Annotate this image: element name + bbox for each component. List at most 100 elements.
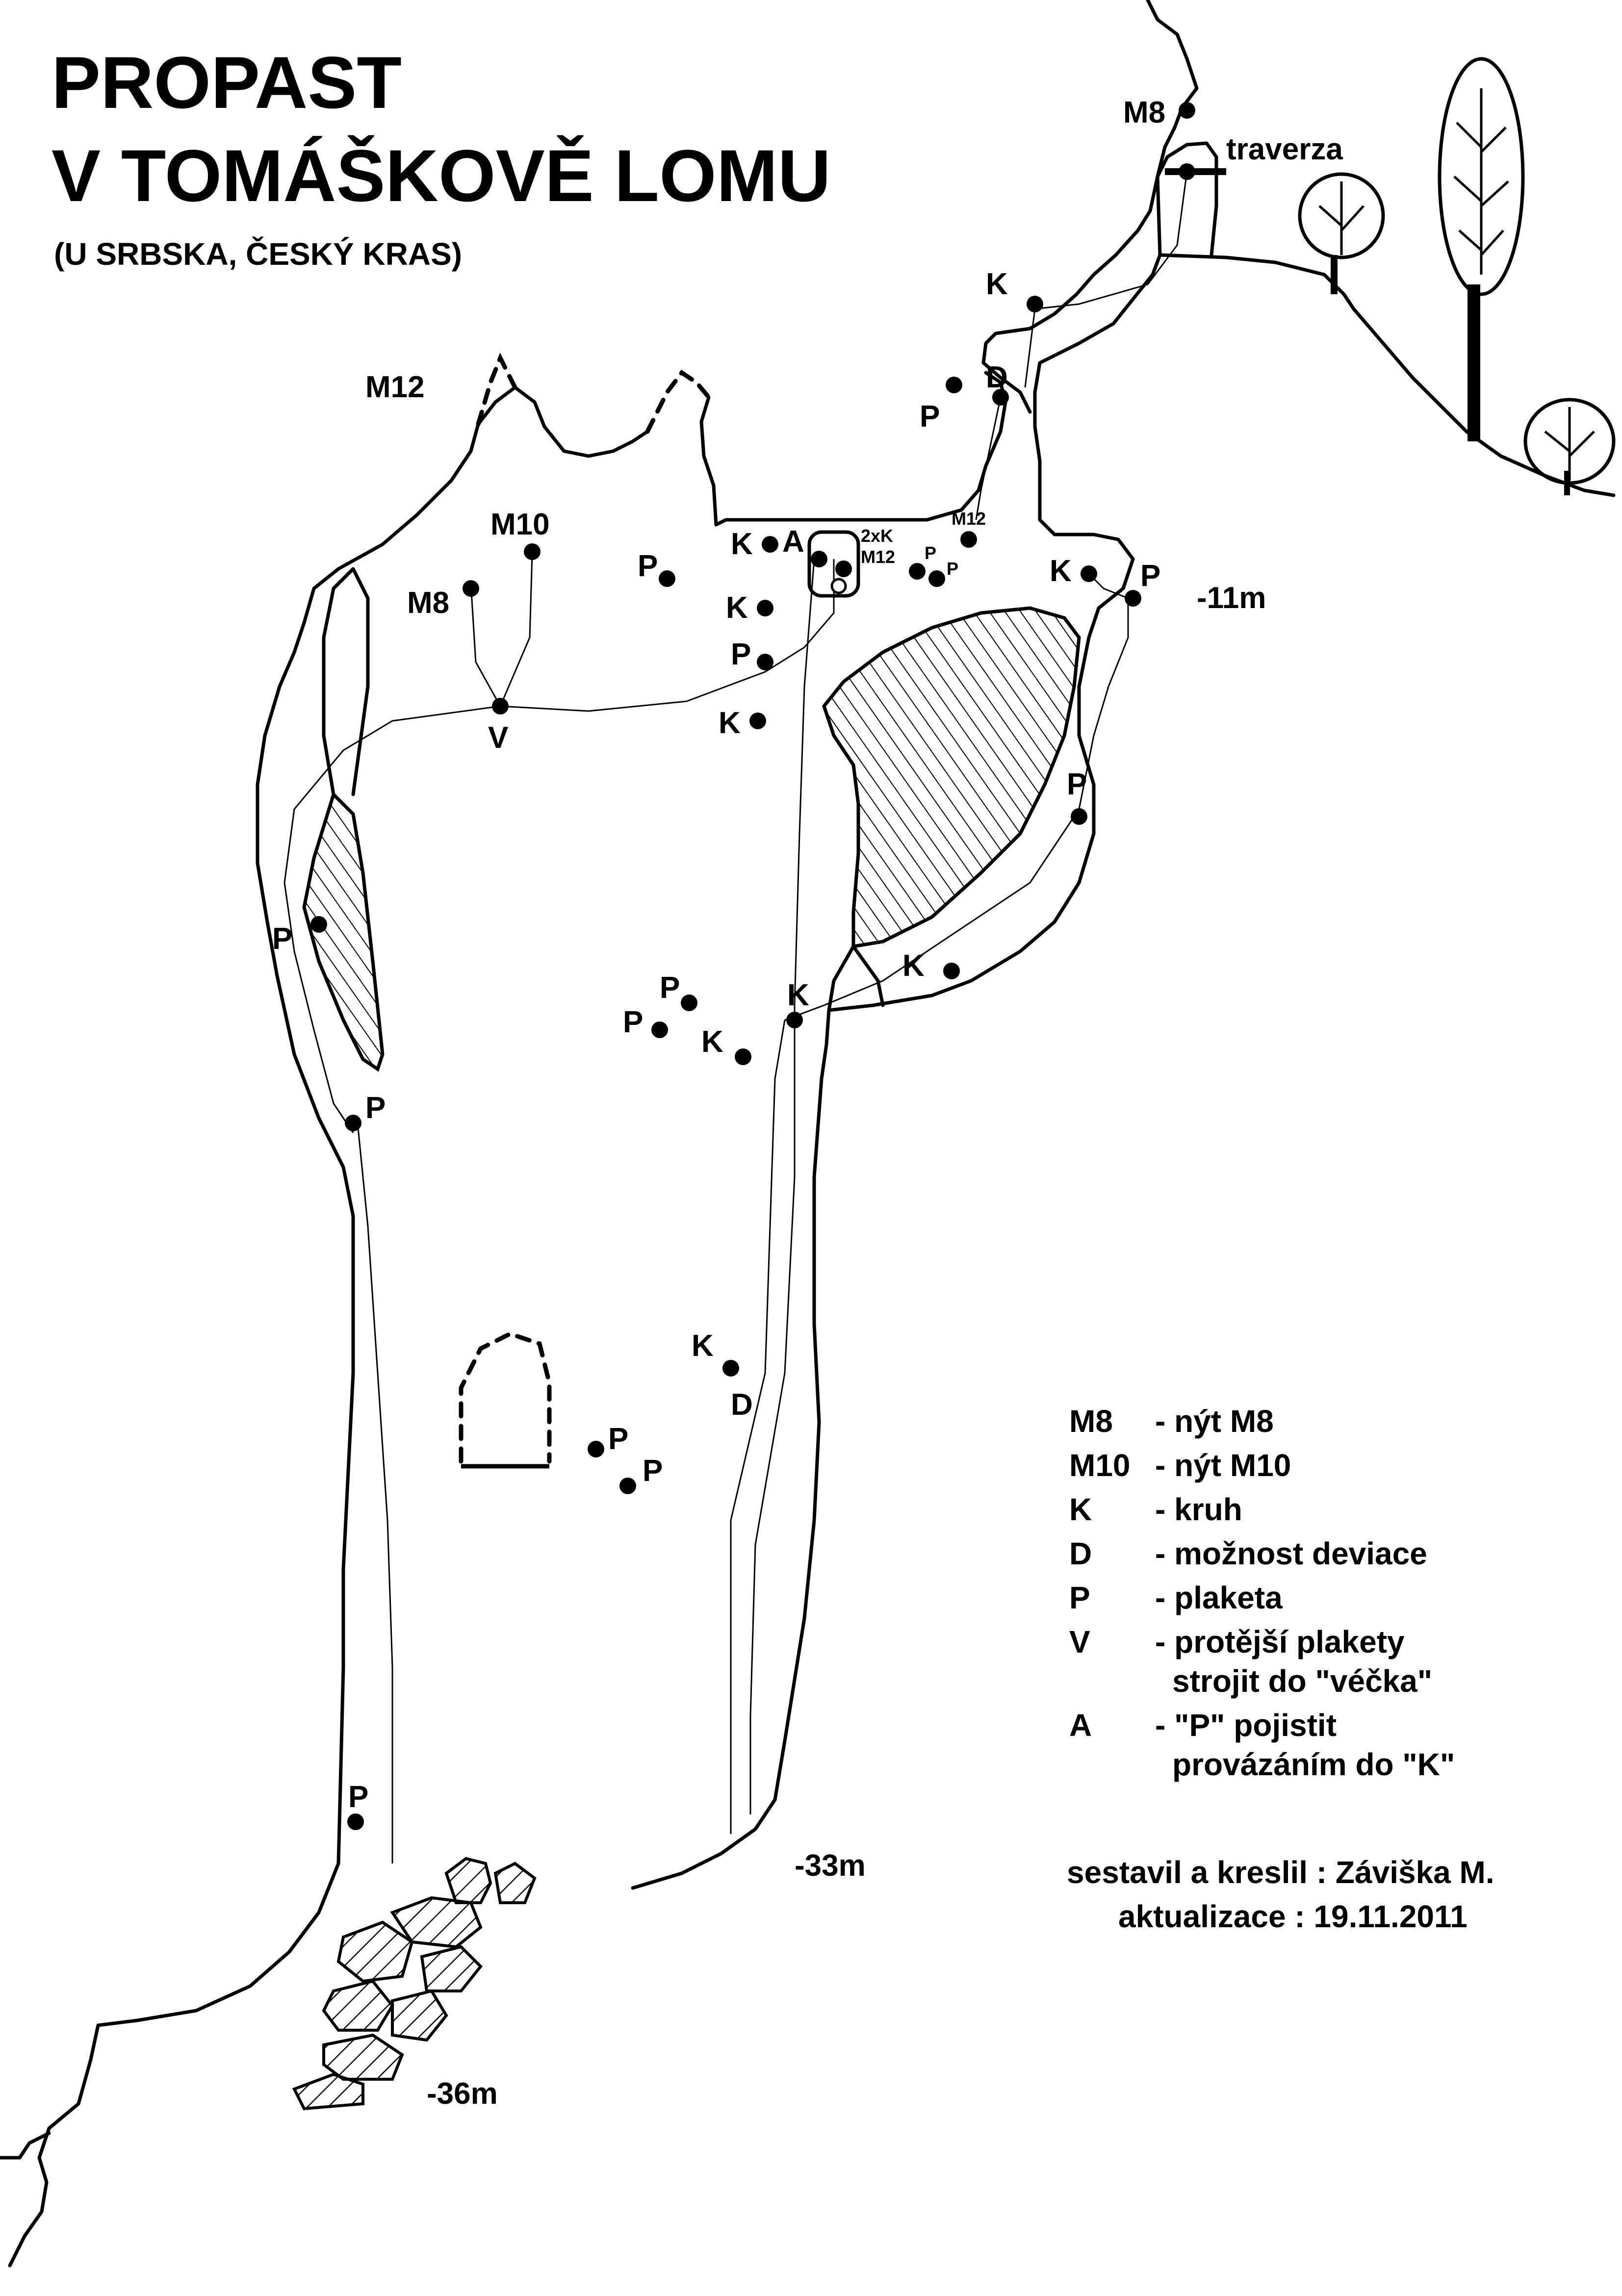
anchor-2xk: [835, 561, 852, 577]
label-p-shaft: P: [365, 1091, 386, 1125]
label-p-left: P: [272, 922, 292, 956]
anchor-p-mid: [659, 570, 675, 587]
label-k-2: K: [726, 591, 748, 625]
anchor-k-lower-b: [786, 1012, 803, 1028]
rope-left-shaft: [357, 1127, 393, 1863]
anchor-p-c: [588, 1441, 604, 1457]
rope-v: [470, 554, 533, 708]
surface-line: [981, 0, 1199, 414]
legend-text: - nýt M8: [1155, 1403, 1274, 1439]
legend-text: - nýt M10: [1155, 1448, 1291, 1483]
label-m12-small-a: M12: [952, 509, 986, 529]
anchor-p-right: [1125, 590, 1141, 607]
pillar-lower-edge: [827, 944, 885, 1012]
tree-icon: [1523, 398, 1616, 495]
rope-right-loop: [784, 573, 1129, 1021]
title-line-1: PROPAST: [51, 41, 402, 124]
anchor-p-shaft: [345, 1115, 361, 1131]
label-p-small-a: P: [925, 543, 936, 563]
cave-top-left-rim: [476, 385, 649, 458]
credit-updated: aktualizace : 19.11.2011: [1118, 1899, 1468, 1934]
anchor-p-left: [310, 916, 327, 933]
rope-left-loop: [283, 705, 501, 1133]
depth-33m: -33m: [795, 1849, 866, 1883]
anchor-m12-small: [960, 531, 977, 548]
anchor-p-d: [619, 1478, 636, 1494]
anchor-d-top: [992, 389, 1009, 406]
label-p-d: P: [643, 1454, 663, 1488]
anchor-v: [492, 698, 509, 714]
label-p-top: P: [920, 400, 940, 434]
label-p-small-b: P: [947, 559, 958, 579]
depth-11m: -11m: [1197, 581, 1266, 615]
legend-text: - protější plakety: [1155, 1624, 1405, 1659]
label-d-deep: D: [731, 1388, 753, 1422]
rope-shaft-2: [730, 1020, 786, 1834]
window-arch: [459, 1331, 552, 1464]
anchor-p-a: [681, 995, 697, 1011]
cave-right-wall: [631, 1043, 828, 1890]
legend-code: K: [1069, 1492, 1092, 1527]
anchor-k-3: [749, 713, 766, 729]
rope-main-shaft: [749, 559, 815, 1814]
anchor-k-top: [1027, 296, 1043, 312]
rock-pillar-left: [302, 791, 385, 1072]
label-traverza: traverza: [1226, 132, 1343, 166]
anchor-k-2: [757, 600, 773, 616]
label-m8-top: M8: [1123, 96, 1165, 129]
anchor-p-small-a: [909, 563, 926, 580]
traverza-arch: [1156, 141, 1218, 257]
label-k-deep: K: [692, 1329, 714, 1363]
legend-text: strojit do "véčka": [1172, 1663, 1432, 1699]
label-p-2: P: [731, 638, 751, 671]
legend-code: P: [1069, 1580, 1090, 1615]
depth-36m: -36m: [427, 2077, 498, 2111]
left-pillar-upper: [322, 567, 370, 796]
shaft-upper-right: [1033, 253, 1162, 610]
anchor-m8-left: [463, 580, 479, 597]
cave-outer-wall: [8, 422, 480, 2268]
label-k-right: K: [1050, 554, 1072, 588]
label-m12-small-b: M12: [861, 547, 895, 567]
anchor-traverza: [1179, 163, 1195, 180]
label-p-b: P: [623, 1005, 643, 1039]
legend-text: - plaketa: [1155, 1580, 1283, 1615]
legend-text: - kruh: [1155, 1492, 1242, 1527]
label-k-window: K: [902, 949, 925, 983]
label-2xk: 2xK: [861, 526, 893, 546]
label-p-right: P: [1140, 559, 1160, 593]
legend-text: - možnost deviace: [1155, 1536, 1427, 1571]
anchor-p-window: [1071, 808, 1087, 825]
label-p-bottom: P: [348, 1780, 368, 1814]
anchor-k-lower-a: [735, 1048, 751, 1065]
label-p-c: P: [608, 1422, 628, 1456]
anchor-k-deep: [722, 1360, 739, 1377]
label-p-a: P: [660, 971, 680, 1005]
anchor-points: [310, 102, 1195, 1830]
label-d-top: D: [986, 360, 1008, 394]
anchor-p-small-b: [928, 570, 945, 587]
anchor-p-b: [651, 1021, 668, 1038]
credit-author: sestavil a kreslil : Záviška M.: [1067, 1855, 1494, 1890]
label-m12-left: M12: [365, 370, 425, 404]
surface-right: [1158, 253, 1616, 497]
cave-dashed-opening-left: [476, 353, 711, 434]
tree-icon: [1298, 172, 1385, 294]
legend-text: provázáním do "K": [1172, 1747, 1455, 1782]
label-p-mid: P: [638, 549, 658, 583]
legend-text: - "P" pojistit: [1155, 1708, 1337, 1743]
label-p-window: P: [1067, 767, 1087, 801]
label-k-lower-b: K: [787, 978, 809, 1012]
legend-code: V: [1069, 1624, 1090, 1659]
anchor-k-right: [1081, 565, 1097, 582]
anchor-k-window: [943, 963, 960, 979]
label-v: V: [488, 721, 508, 755]
label-m10: M10: [490, 508, 550, 541]
a-loop-outline: [807, 530, 860, 598]
rope-traverza: [1034, 171, 1188, 310]
anchor-p-2: [757, 654, 773, 670]
anchor-ring-a: [830, 578, 847, 594]
rope-cross: [500, 559, 835, 712]
title-line-2: V TOMÁŠKOVĚ LOMU: [51, 134, 831, 217]
